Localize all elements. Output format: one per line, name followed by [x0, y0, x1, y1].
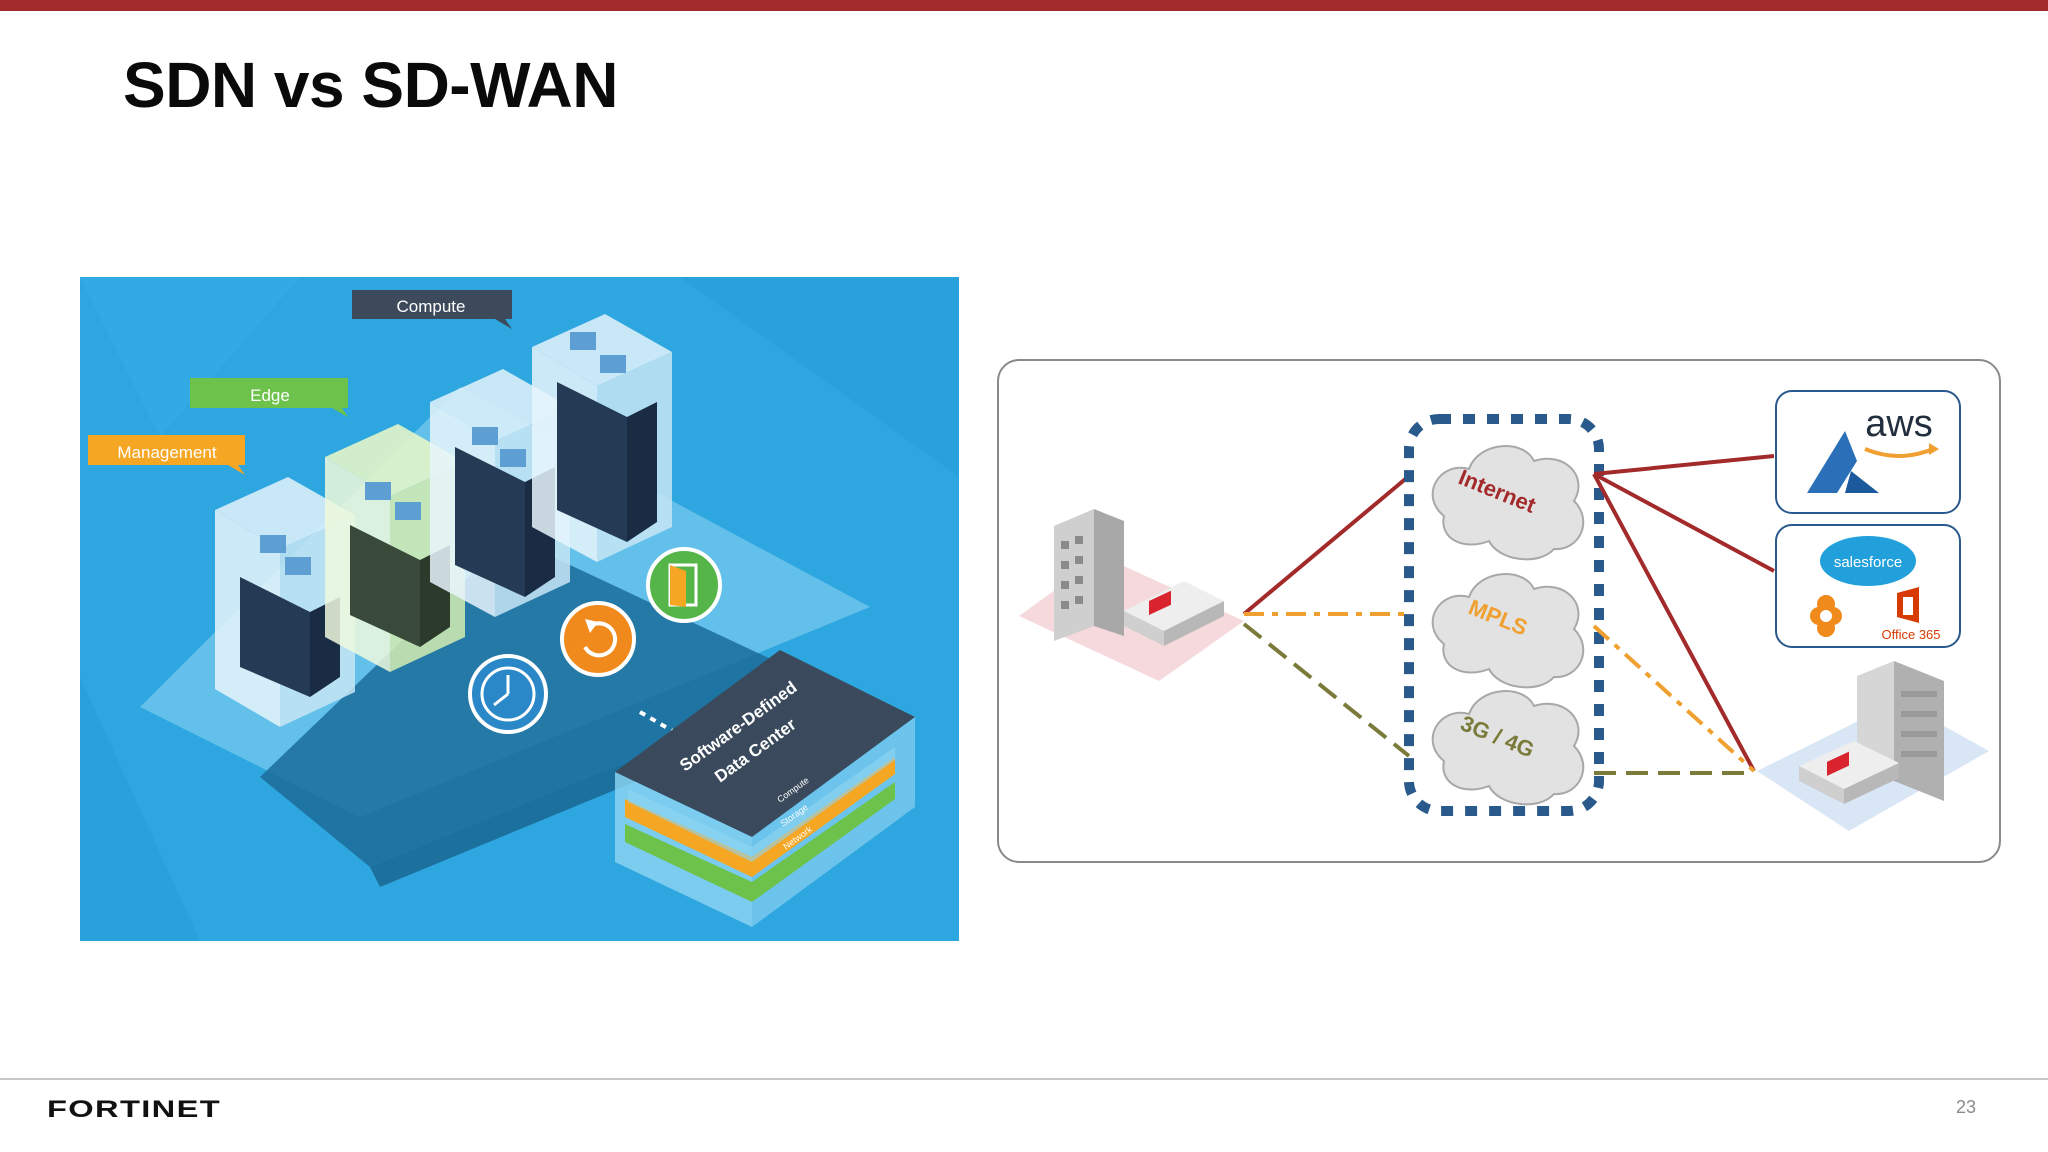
link-mpls-hq [1592, 624, 1756, 773]
salesforce-icon [1820, 536, 1916, 586]
refresh-icon [560, 601, 636, 677]
clock-icon [468, 654, 548, 734]
cloud-provider-aws-box: aws [1775, 390, 1961, 514]
sdwan-diagram-panel: Internet MPLS 3G / 4G aws sale [997, 359, 2001, 863]
salesforce-logo-text: salesforce [1834, 554, 1902, 571]
link-internet-aws [1593, 454, 1775, 476]
brand-name: FORTINET [47, 1096, 221, 1121]
slide-title: SDN vs SD-WAN [123, 49, 618, 121]
link-branch-cellular [1242, 622, 1411, 758]
rack-compute-2 [532, 314, 672, 562]
label-compute: Compute [352, 290, 512, 329]
fortinet-logo: FORTINET [47, 1095, 223, 1126]
office365-text: Office 365 [1881, 627, 1940, 642]
label-management-text: Management [117, 443, 217, 462]
label-edge: Edge [190, 378, 348, 417]
link-internet-saas [1593, 472, 1775, 573]
page-number: 23 [1955, 1097, 1976, 1117]
cloud-mpls: MPLS [1431, 573, 1585, 689]
office365-icon [1897, 587, 1919, 623]
top-accent-bar [0, 0, 2048, 11]
footer-divider [0, 1078, 2048, 1080]
door-icon [646, 547, 722, 623]
sdn-diagram: Compute Edge Management [80, 277, 959, 941]
azure-icon [1807, 431, 1857, 493]
label-compute-text: Compute [397, 297, 466, 316]
sdn-illustration: Compute Edge Management [80, 277, 959, 941]
link-branch-internet [1242, 474, 1411, 616]
wan-transport-box [1404, 414, 1604, 816]
aws-logo-text: aws [1865, 403, 1933, 445]
data-center-block: Software-Defined Data Center Compute Sto… [615, 650, 915, 927]
branch-site [1019, 509, 1244, 681]
rack-management [215, 477, 355, 727]
flower-icon [1810, 595, 1842, 637]
label-edge-text: Edge [250, 386, 290, 405]
cloud-cellular: 3G / 4G [1431, 690, 1585, 806]
sdwan-diagram: Internet MPLS 3G / 4G aws sale [1019, 390, 1989, 831]
cloud-provider-saas-box: salesforce Office 365 [1775, 524, 1961, 648]
fortinet-logo-mark: FORTINET [47, 1096, 221, 1123]
cloud-internet: Internet [1431, 445, 1585, 561]
link-internet-hq [1592, 473, 1756, 772]
label-management: Management [88, 435, 245, 475]
hq-site [1757, 661, 1989, 831]
